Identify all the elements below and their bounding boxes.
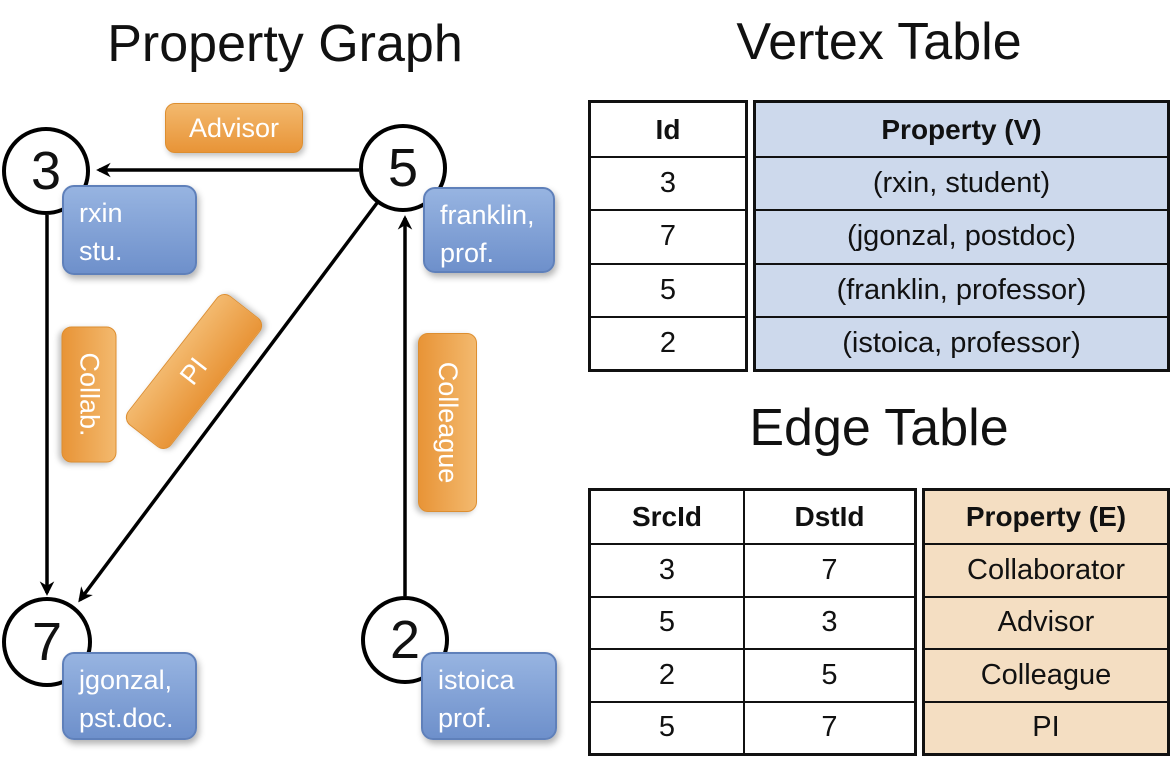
table-cell: (jgonzal, postdoc) [756, 209, 1167, 262]
prop-line: istoica [438, 665, 515, 695]
table-cell: 2 [591, 648, 743, 700]
column-header-property-v: Property (V) [881, 113, 1042, 145]
table-cell: Colleague [925, 648, 1167, 700]
table-cell: 3 [743, 595, 914, 649]
table-cell: (rxin, student) [756, 156, 1167, 209]
edge-label-text: Colleague [433, 361, 463, 484]
table-cell: 7 [743, 543, 914, 596]
vertex-prop-box-2: istoica prof. [421, 652, 557, 740]
table-cell: Advisor [925, 595, 1167, 648]
edge-label-advisor: Advisor [165, 103, 303, 153]
table-cell: 5 [591, 700, 743, 753]
edge-table-property-column: Property (E) Collaborator Advisor Collea… [922, 488, 1170, 756]
edge-label-collab: Collab. [61, 326, 117, 463]
table-cell: 5 [743, 648, 914, 701]
column-header-srcid: SrcId [631, 501, 703, 533]
prop-line: pst.doc. [79, 703, 174, 734]
prop-line: rxin [79, 198, 123, 228]
vertex-id-label: 5 [387, 138, 419, 198]
vertex-id-label: 3 [30, 141, 62, 201]
table-cell: PI [925, 700, 1167, 753]
table-cell: 3 [591, 156, 745, 209]
vertex-table-property-column: Property (V) (rxin, student) (jgonzal, p… [753, 100, 1170, 372]
edge-label-text: Collab. [74, 352, 105, 437]
vertex-id-label: 2 [389, 610, 421, 670]
vertex-table-title: Vertex Table [736, 13, 1022, 71]
property-graph-title: Property Graph [107, 15, 463, 73]
prop-line: prof. [438, 703, 493, 734]
column-header-id: Id [655, 113, 681, 145]
table-cell: 2 [591, 315, 745, 369]
edge-label-colleague: Colleague [418, 333, 477, 512]
vertex-prop-box-3: rxin stu. [62, 185, 197, 275]
prop-line: stu. [79, 236, 123, 267]
vertex-node-5: 5 [359, 124, 447, 212]
prop-line: prof. [440, 238, 495, 269]
edge-table-title: Edge Table [749, 399, 1009, 457]
vertex-node-2: 2 [361, 596, 449, 684]
edge-5-to-7 [78, 201, 379, 603]
table-cell: 7 [591, 209, 745, 262]
table-cell: (franklin, professor) [756, 262, 1167, 316]
vertex-table-id-column: Id 3 7 5 2 [588, 100, 748, 372]
edge-label-text: Advisor [188, 112, 280, 143]
table-cell: 7 [743, 700, 914, 753]
column-header-property-e: Property (E) [965, 501, 1127, 533]
column-header-dstid: DstId [743, 491, 914, 544]
table-cell: Collaborator [925, 543, 1167, 595]
vertex-prop-box-5: franklin, prof. [423, 187, 555, 273]
graph-edges [39, 162, 413, 603]
table-cell: 3 [591, 543, 743, 595]
prop-line: jgonzal, [79, 665, 173, 695]
edge-table-id-columns: SrcId DstId 3 7 5 3 2 5 5 7 [588, 488, 917, 756]
prop-line: franklin, [440, 200, 535, 230]
vertex-id-label: 7 [31, 612, 63, 672]
table-cell: 5 [591, 595, 743, 648]
vertex-prop-box-7: jgonzal, pst.doc. [62, 652, 197, 740]
edge-label-text: PI [173, 351, 214, 391]
table-cell: (istoica, professor) [756, 315, 1167, 369]
table-cell: 5 [591, 262, 745, 316]
